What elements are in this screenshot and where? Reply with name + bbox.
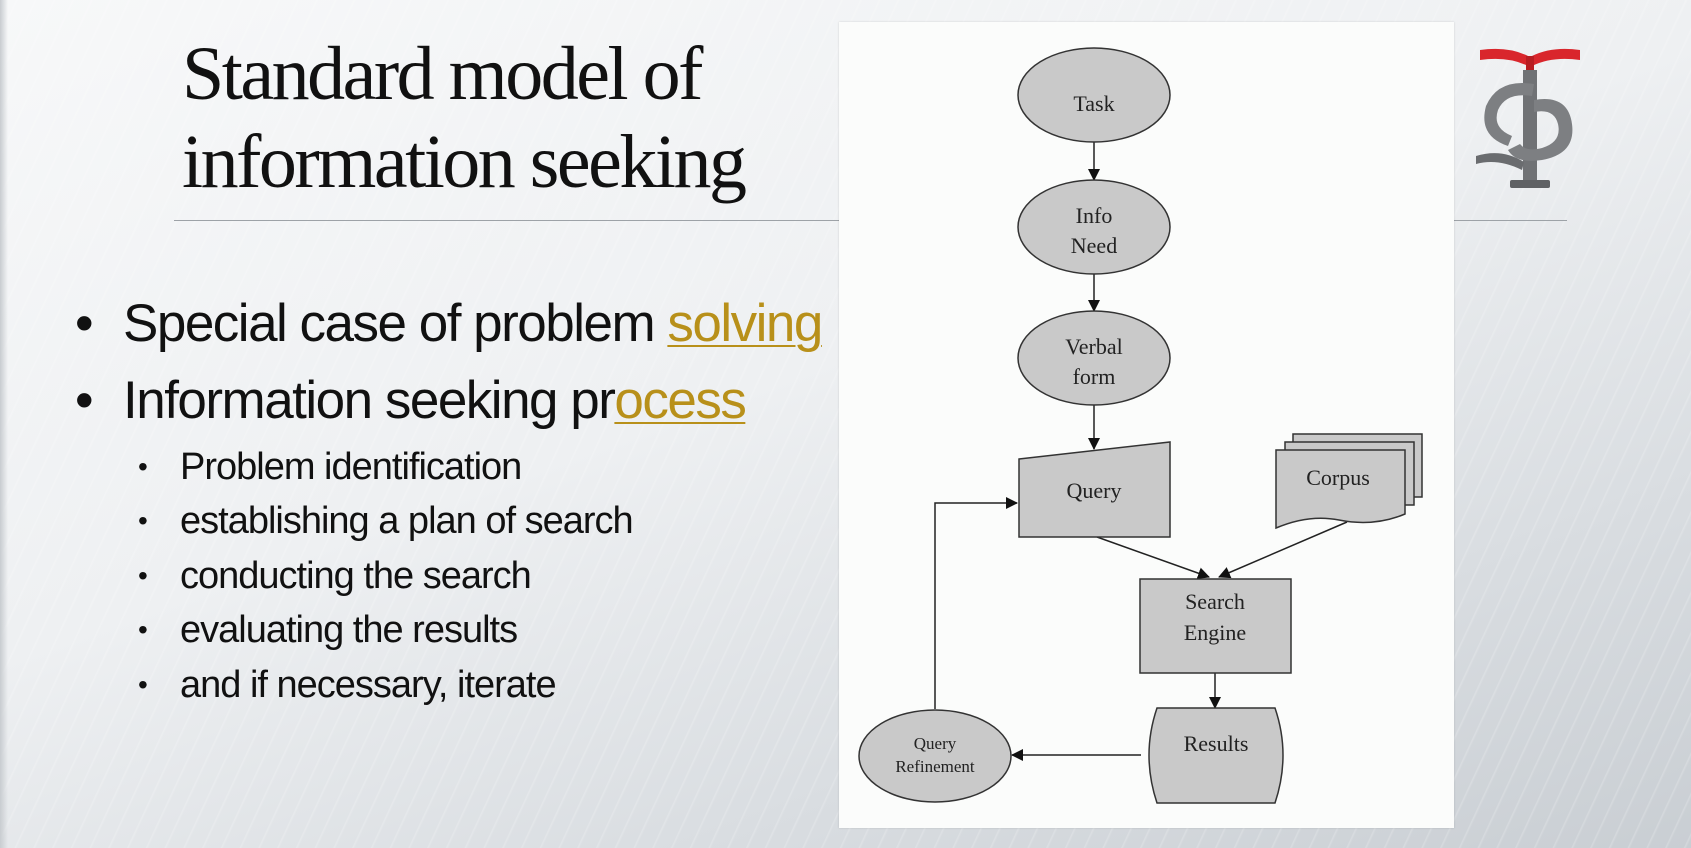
node-verbal-form-label-1: Verbal [1065, 334, 1122, 359]
node-query-shape [1018, 441, 1171, 538]
link-solving[interactable]: solving [667, 294, 823, 353]
node-task: Task [1017, 47, 1171, 143]
sub-bullet-text: evaluating the results [180, 609, 518, 651]
arrow-query-to-search-engine [1096, 536, 1210, 579]
diagram-arrows [934, 142, 1348, 761]
node-query: Query [1018, 441, 1171, 538]
flow-diagram: Task Info Need Verbal form Query [839, 22, 1454, 828]
sub-bullet-item: • establishing a plan of search [138, 498, 634, 544]
sub-bullet-item: • Problem identification [138, 444, 522, 490]
node-search-engine: Search Engine [1139, 578, 1292, 674]
node-corpus-label: Corpus [1306, 465, 1370, 490]
bullet-dot: • [138, 560, 148, 591]
arrow-corpus-to-search-engine [1218, 521, 1348, 579]
node-results-shape [1148, 707, 1284, 804]
node-corpus: Corpus [1275, 433, 1423, 530]
bullet-dot: • [75, 371, 94, 430]
bullet-dot: • [138, 669, 148, 700]
sub-bullet-text: establishing a plan of search [180, 500, 634, 542]
title-line-1: Standard model of [182, 32, 703, 116]
node-results: Results [1148, 707, 1284, 804]
bullet-dot: • [75, 294, 94, 353]
node-verbal-form-label-2: form [1073, 364, 1116, 389]
node-search-engine-shape [1139, 578, 1292, 674]
node-info-need: Info Need [1017, 179, 1171, 275]
node-info-need-label-2: Need [1071, 233, 1117, 258]
sub-bullet-text: Problem identification [180, 446, 522, 488]
node-query-label: Query [1067, 478, 1122, 503]
bullet-dot: • [138, 505, 148, 536]
logo-emblem-icon [1476, 70, 1573, 188]
node-query-refinement: Query Refinement [858, 709, 1012, 803]
node-info-need-shape [1017, 179, 1171, 275]
node-verbal-form: Verbal form [1017, 310, 1171, 406]
node-task-shape [1017, 47, 1171, 143]
node-search-engine-label-1: Search [1185, 589, 1245, 614]
node-search-engine-label-2: Engine [1184, 620, 1246, 645]
sub-bullet-text: and if necessary, iterate [180, 664, 557, 706]
node-query-refinement-shape [858, 709, 1012, 803]
node-query-refinement-label-2: Refinement [895, 757, 975, 776]
sub-bullet-text: conducting the search [180, 555, 532, 597]
university-logo [1476, 48, 1580, 188]
sub-bullet-item: • evaluating the results [138, 607, 518, 653]
bullet-text: Special case of problem [123, 294, 668, 353]
sub-bullet-item: • and if necessary, iterate [138, 662, 557, 708]
bullet-text: Information seeking pr [123, 371, 616, 430]
flow-diagram-svg: Task Info Need Verbal form Query [858, 47, 1423, 804]
node-corpus-shape [1275, 449, 1406, 530]
bullet-dot: • [138, 614, 148, 645]
node-query-refinement-label-1: Query [914, 734, 957, 753]
node-task-label: Task [1073, 91, 1114, 116]
link-process[interactable]: ocess [614, 371, 746, 430]
node-verbal-form-shape [1017, 310, 1171, 406]
bullet-dot: • [138, 451, 148, 482]
slide-title: Standard model of information seeking [182, 30, 822, 206]
sub-bullet-item: • conducting the search [138, 553, 532, 599]
logo-book-icon [1480, 48, 1580, 70]
bullet-item: • Special case of problem solving [75, 294, 823, 354]
slide-edge [0, 0, 8, 848]
title-line-2: information seeking [182, 120, 747, 204]
node-results-label: Results [1184, 731, 1249, 756]
arrow-refinement-to-query [934, 497, 1018, 709]
node-info-need-label-1: Info [1076, 203, 1113, 228]
bullet-item: • Information seeking process [75, 371, 747, 431]
